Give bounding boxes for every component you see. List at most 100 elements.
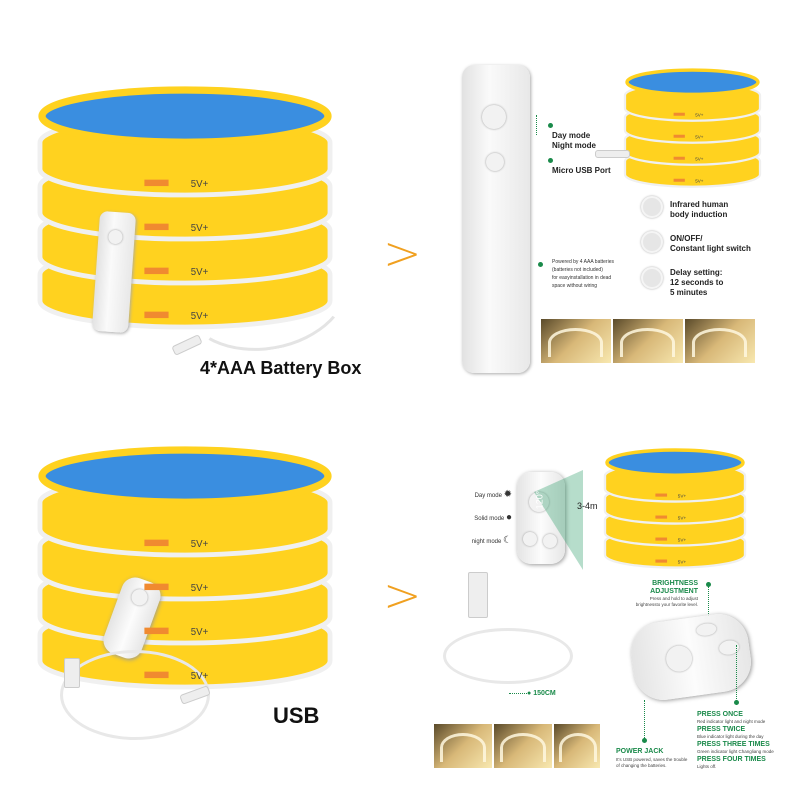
usb-plug xyxy=(468,572,488,618)
press-desc: Lights off. xyxy=(697,764,717,769)
battery-box-large xyxy=(462,65,530,373)
note-line: Powered by 4 AAA batteries xyxy=(552,259,614,265)
mode-text: Day mode xyxy=(474,493,502,499)
note-line: space without wiring xyxy=(552,283,598,289)
day-night-label: Day mode Night mode xyxy=(552,131,596,151)
feature-infrared: Infrared human body induction xyxy=(670,200,728,220)
press-title: PRESS ONCE xyxy=(697,711,743,718)
button-icon xyxy=(543,534,557,548)
feature-text: 5 minutes xyxy=(670,288,708,297)
pointer-dot xyxy=(642,738,647,743)
feature-text: body induction xyxy=(670,210,728,219)
feature-text: Delay setting: xyxy=(670,268,723,277)
mode-text: Solid mode xyxy=(474,516,505,522)
press-desc: Red indicator light and night mode xyxy=(697,719,766,724)
sensor-icon xyxy=(129,587,150,608)
power-jack-title: POWER JACK xyxy=(616,748,664,755)
cone-shape xyxy=(534,470,583,570)
micro-usb-label: Micro USB Port xyxy=(552,166,611,175)
day-mode-text: Day mode xyxy=(552,131,591,140)
light-photo xyxy=(493,723,553,769)
button-icon xyxy=(695,622,718,637)
feature-text: Infrared human xyxy=(670,200,729,209)
caption-usb: USB xyxy=(273,703,320,728)
press-title: PRESS THREE TIMES xyxy=(697,741,770,748)
light-photo xyxy=(684,318,756,364)
pointer-line xyxy=(736,645,737,705)
feature-text: ON/OFF/ xyxy=(670,234,703,243)
usb-plug xyxy=(64,658,80,688)
sensor-icon xyxy=(641,196,663,218)
dc-connector xyxy=(595,150,630,158)
pointer-line xyxy=(536,115,537,135)
press-desc: Blue indicator light during the day xyxy=(697,734,764,739)
title-line: BRIGHTNESS xyxy=(652,580,698,587)
pointer-dot xyxy=(734,700,739,705)
arrow-icon: > xyxy=(383,226,422,280)
mode-solid: Solid mode ● xyxy=(452,507,512,530)
desc-line: brightnessto your favorite level. xyxy=(635,602,698,607)
coil-top xyxy=(38,446,332,506)
note-line: (batteries not included) xyxy=(552,267,603,273)
powered-note: Powered by 4 AAA batteries (batteries no… xyxy=(552,258,614,290)
caption-battery-box: 4*AAA Battery Box xyxy=(200,358,362,378)
range-label: 3-4m xyxy=(577,501,598,511)
coil-top xyxy=(605,448,745,477)
feature-switch: ON/OFF/ Constant light switch xyxy=(670,234,751,254)
led-coil xyxy=(623,68,762,188)
angle-label: 120° xyxy=(534,490,545,510)
desc-line: Press and hold to adjust xyxy=(649,596,698,601)
sensor-icon xyxy=(529,492,549,512)
dial-icon xyxy=(641,267,663,289)
sun-icon: ✹ xyxy=(503,489,512,500)
press-title: PRESS TWICE xyxy=(697,726,746,733)
night-mode-text: Night mode xyxy=(552,141,596,150)
led-coil xyxy=(37,86,333,330)
note-line: for easyinstallation in dead xyxy=(552,275,612,281)
pointer-dot xyxy=(548,123,553,128)
mode-day: Day mode ✹ xyxy=(452,484,512,507)
sensor-icon xyxy=(482,105,506,129)
cable xyxy=(443,628,573,684)
button-icon xyxy=(523,532,537,546)
mode-night: night mode ☾ xyxy=(452,530,512,553)
length-text: 150CM xyxy=(533,690,556,697)
sensor-icon xyxy=(664,643,694,674)
arrow-icon: > xyxy=(383,568,422,622)
feature-text: 12 seconds to xyxy=(670,278,724,287)
sensor-icon xyxy=(107,229,123,245)
moon-icon: ☾ xyxy=(503,535,512,546)
mode-text: night mode xyxy=(471,539,502,545)
pointer-dot: ● xyxy=(527,690,534,697)
desc-line: of changing the batteries. xyxy=(616,763,667,768)
switch-icon xyxy=(641,231,663,253)
feature-delay: Delay setting: 12 seconds to 5 minutes xyxy=(670,268,723,298)
coil-top xyxy=(625,68,760,96)
title-line: ADJUSTMENT xyxy=(650,588,698,595)
feature-text: Constant light switch xyxy=(670,244,751,253)
cable-length: ● 150CM xyxy=(527,690,556,698)
light-photo xyxy=(612,318,684,364)
usb-remote xyxy=(517,472,565,564)
brightness-desc: Press and hold to adjust brightnessto yo… xyxy=(630,596,698,608)
pointer-dot xyxy=(548,158,553,163)
detection-cone xyxy=(534,470,583,570)
pointer-dot xyxy=(538,262,543,267)
pointer-line xyxy=(644,700,645,740)
power-jack-desc: It's USB powered, saves the trouble of c… xyxy=(616,757,687,769)
light-photo xyxy=(433,723,493,769)
button-icon xyxy=(486,153,504,171)
coil-top xyxy=(38,86,332,146)
light-photo xyxy=(540,318,612,364)
pointer-line xyxy=(708,586,709,626)
light-photo xyxy=(553,723,601,769)
brightness-title: BRIGHTNESS ADJUSTMENT xyxy=(640,580,698,596)
modes-legend: Day mode ✹ Solid mode ● night mode ☾ xyxy=(452,484,512,553)
press-desc: Green indicator light Changliang mode xyxy=(697,749,774,754)
desc-line: It's USB powered, saves the trouble xyxy=(616,757,688,762)
